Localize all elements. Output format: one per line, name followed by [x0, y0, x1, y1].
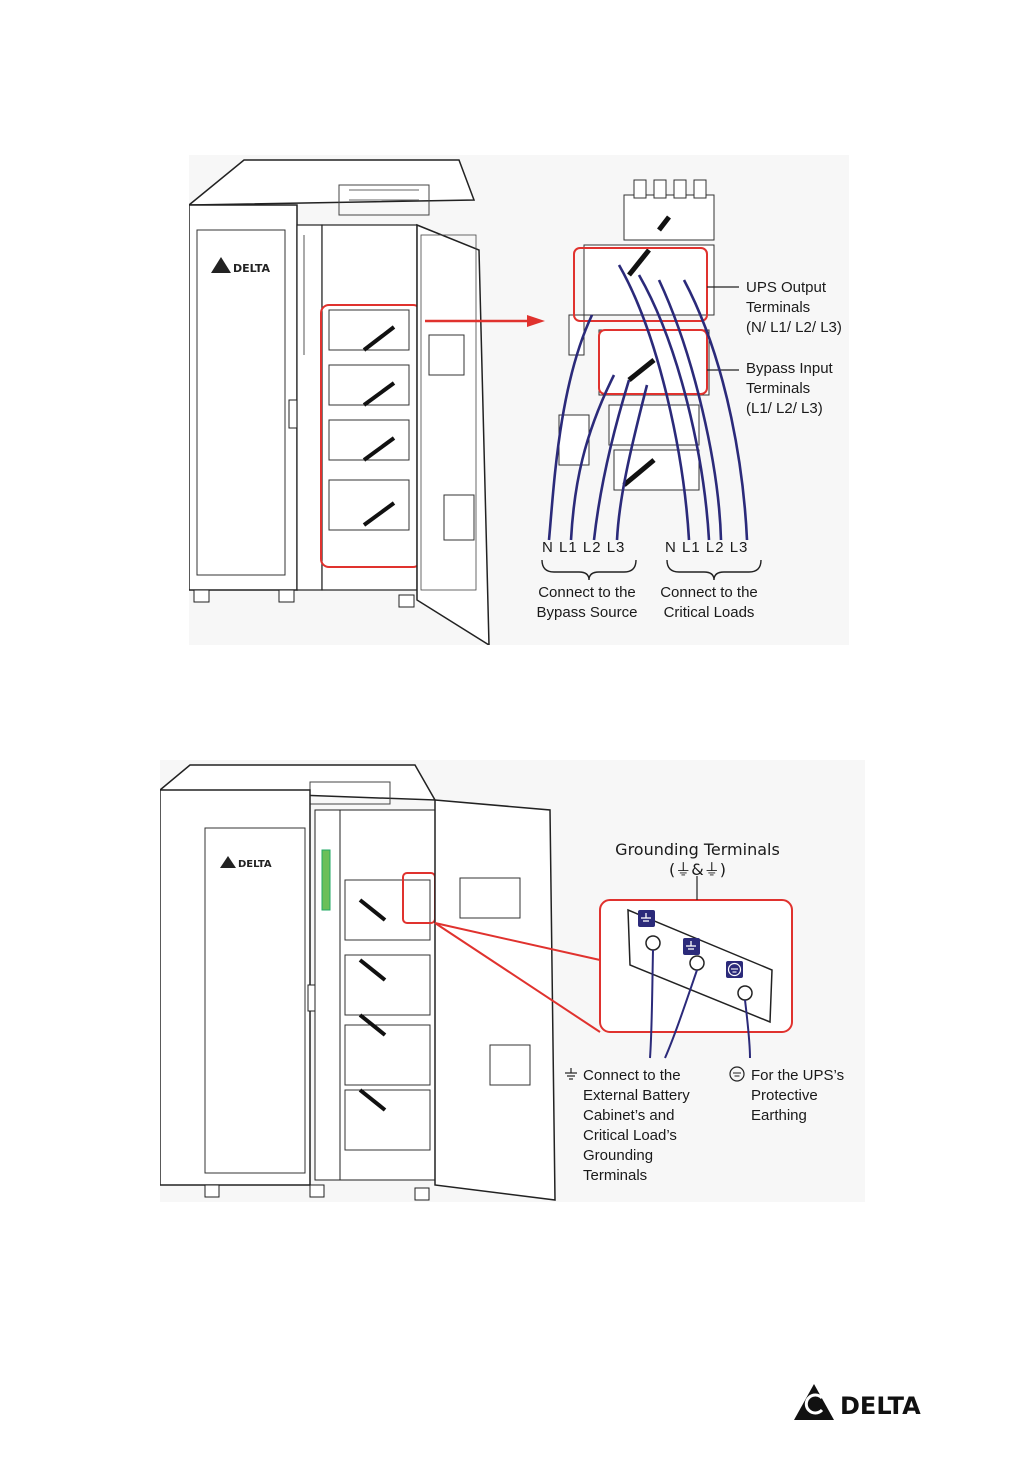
- connect-loads-label: Connect to the Critical Loads: [660, 584, 758, 621]
- footer-delta-logo: DELTA: [792, 1380, 927, 1424]
- ground-symbol-icon: [683, 938, 700, 955]
- bypass-input-label: Bypass Input Terminals (L1/ L2/ L3): [746, 360, 833, 417]
- ups-protective-label: For the UPS’s Protective Earthing: [751, 1067, 845, 1124]
- phase-labels-bypass: N L1 L2 L3: [542, 539, 626, 556]
- cabinet-logo-text: DELTA: [233, 262, 270, 275]
- delta-logo-icon: DELTA: [794, 1384, 921, 1420]
- connect-external-label: Connect to the External Battery Cabinet’…: [583, 1067, 690, 1184]
- protective-earth-icon: [726, 961, 743, 978]
- cabinet-drawing-2: DELTA: [160, 764, 793, 1201]
- figure-output-bypass-wiring: DELTA: [189, 155, 849, 645]
- delta-logo-icon: DELTA: [220, 856, 272, 870]
- protective-earth-label-icon: [729, 1066, 745, 1082]
- connect-bypass-label: Connect to the Bypass Source: [536, 584, 638, 621]
- grounding-terminals-title: Grounding Terminals (⏚&⏚): [615, 840, 780, 879]
- ground-symbol-icon: [638, 910, 655, 927]
- cabinet-logo-text-2: DELTA: [238, 859, 272, 870]
- loads-brace: [666, 559, 762, 581]
- footer-brand-text: DELTA: [840, 1392, 921, 1420]
- ground-symbol-label-icon: [565, 1068, 577, 1080]
- figure-grounding-terminals: DELTA: [160, 760, 865, 1202]
- ups-output-label: UPS Output Terminals (N/ L1/ L2/ L3): [746, 279, 842, 336]
- bypass-brace: [541, 559, 637, 581]
- delta-logo-icon: DELTA: [211, 257, 270, 275]
- phase-labels-loads: N L1 L2 L3: [665, 539, 749, 556]
- cabinet-drawing-1: DELTA: [189, 159, 762, 645]
- power-cables: [547, 264, 749, 541]
